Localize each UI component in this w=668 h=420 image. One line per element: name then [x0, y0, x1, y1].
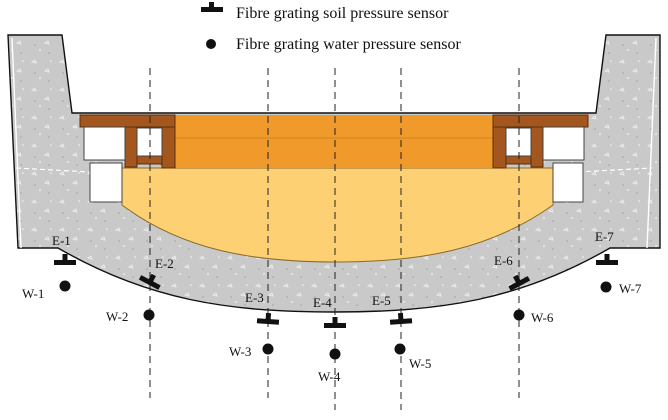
label-e2: E-2	[155, 256, 174, 271]
soil-sensor-e7	[596, 254, 618, 265]
soil-sensor-legend-label: Fibre grating soil pressure sensor	[236, 5, 449, 22]
label-w2: W-2	[106, 309, 128, 324]
dashed-section-lines	[149, 68, 520, 410]
right-support-frame	[492, 114, 589, 203]
water-sensor-w3	[262, 343, 274, 355]
soil-pressure-sensors	[54, 254, 618, 328]
light-fill-zone	[121, 167, 556, 263]
backfill	[121, 115, 556, 263]
soil-sensor-e1	[54, 254, 76, 265]
water-sensor-legend-label: Fibre grating water pressure sensor	[236, 36, 461, 53]
soil-sensor-e6	[508, 274, 531, 291]
label-w7: W-7	[619, 281, 642, 296]
label-e1: E-1	[52, 233, 71, 248]
water-sensor-w1	[59, 280, 71, 292]
label-e3: E-3	[245, 290, 264, 305]
left-support-frame	[79, 114, 176, 203]
water-sensor-legend-icon	[206, 39, 216, 49]
water-pressure-sensors	[59, 280, 612, 360]
label-e4: E-4	[313, 295, 332, 310]
water-sensor-w4	[329, 348, 341, 360]
soil-sensor-e2	[138, 273, 161, 290]
water-sensor-labels: W-1 W-2 W-3 W-4 W-5 W-6 W-7	[22, 281, 642, 384]
legend: Fibre grating soil pressure sensor Fibre…	[201, 2, 461, 53]
label-w6: W-6	[531, 310, 554, 325]
water-sensor-w6	[513, 309, 525, 321]
label-w1: W-1	[22, 286, 44, 301]
soil-sensor-e5	[389, 312, 413, 325]
label-e5: E-5	[372, 293, 391, 308]
soil-sensor-legend-icon	[201, 2, 223, 12]
water-sensor-w7	[600, 281, 612, 293]
soil-sensor-e3	[256, 312, 280, 325]
label-e6: E-6	[494, 253, 513, 268]
label-e7: E-7	[595, 229, 614, 244]
soil-sensor-e4	[324, 317, 346, 328]
label-w4: W-4	[318, 369, 341, 384]
label-w3: W-3	[229, 344, 251, 359]
soil-sensor-labels: E-1 E-2 E-3 E-4 E-5 E-6 E-7	[52, 229, 614, 310]
water-sensor-w2	[143, 309, 155, 321]
label-w5: W-5	[409, 356, 431, 371]
water-sensor-w5	[394, 343, 406, 355]
